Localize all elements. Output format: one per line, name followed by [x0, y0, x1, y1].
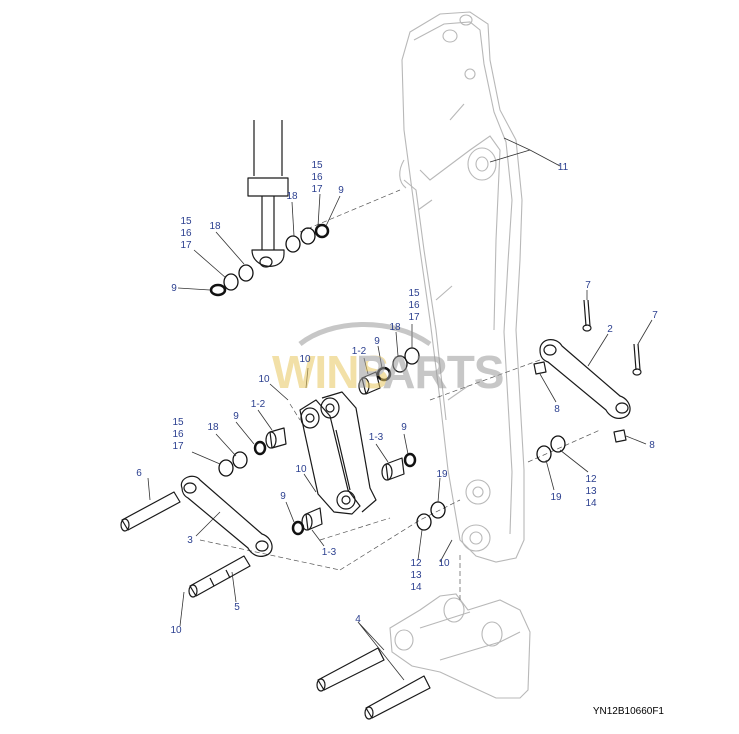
- callout-10e: 10: [170, 625, 182, 636]
- callout-15: 15: [311, 160, 323, 171]
- callout-15-16-17-low: 15 16 17: [172, 417, 184, 452]
- callout-19a: 19: [550, 492, 562, 503]
- callout-17: 17: [311, 184, 323, 195]
- callout-10c: 10: [258, 374, 270, 385]
- callout-14: 14: [410, 582, 422, 593]
- callout-18-mid: 18: [389, 322, 401, 333]
- callout-17: 17: [408, 312, 420, 323]
- callout-14: 14: [585, 498, 597, 509]
- callout-1-3a: 1-3: [369, 432, 384, 443]
- callout-9-left: 9: [171, 283, 177, 294]
- callout-7b: 7: [652, 310, 658, 321]
- callout-12: 12: [585, 474, 597, 485]
- callout-12-13-14-bottom: 12 13 14: [410, 558, 422, 593]
- side-link-right: [533, 299, 642, 443]
- cylinder-rod: [247, 120, 289, 268]
- callout-18-left: 18: [209, 221, 221, 232]
- callout-16: 16: [180, 228, 192, 239]
- watermark-logo: WINS PARTS: [272, 322, 505, 398]
- callout-1-2a: 1-2: [352, 346, 367, 357]
- callout-12: 12: [410, 558, 422, 569]
- callout-9-top: 9: [338, 185, 344, 196]
- callout-6: 6: [136, 468, 142, 479]
- callout-8b: 8: [649, 440, 655, 451]
- callout-16: 16: [408, 300, 420, 311]
- callout-15-16-17-top: 15 16 17: [311, 160, 323, 195]
- callout-15: 15: [180, 216, 192, 227]
- callout-12-13-14-right: 12 13 14: [585, 474, 597, 509]
- callout-17: 17: [172, 441, 184, 452]
- callout-17: 17: [180, 240, 192, 251]
- h-link: [299, 391, 377, 515]
- callout-18-low: 18: [207, 422, 219, 433]
- leader-lines: [147, 137, 653, 681]
- callouts: 11 2 7 7 8 8 19 19 12 13 14 12 13 14 10 …: [136, 160, 658, 636]
- callout-15-16-17-left: 15 16 17: [180, 216, 192, 251]
- watermark-left: WINS: [272, 346, 388, 398]
- callout-9-right: 9: [401, 422, 407, 433]
- callout-2: 2: [607, 324, 613, 335]
- callout-5: 5: [234, 602, 240, 613]
- pins: [120, 491, 431, 720]
- callout-15: 15: [408, 288, 420, 299]
- mid-washer-set: [218, 347, 566, 536]
- callout-9-mid: 9: [374, 336, 380, 347]
- callout-13: 13: [585, 486, 597, 497]
- callout-3: 3: [187, 535, 193, 546]
- top-washer-set: [209, 223, 330, 297]
- drawing-code: YN12B10660F1: [593, 706, 665, 717]
- callout-18-top: 18: [286, 191, 298, 202]
- callout-15: 15: [172, 417, 184, 428]
- side-link-left: [180, 475, 273, 557]
- callout-19b: 19: [436, 469, 448, 480]
- callout-9-bot: 9: [280, 491, 286, 502]
- callout-16: 16: [311, 172, 323, 183]
- callout-1-3b: 1-3: [322, 547, 337, 558]
- boom-arm: [399, 11, 525, 563]
- callout-16: 16: [172, 429, 184, 440]
- callout-9-low: 9: [233, 411, 239, 422]
- callout-10d: 10: [295, 464, 307, 475]
- callout-4: 4: [355, 614, 361, 625]
- bushings: [265, 371, 405, 531]
- callout-13: 13: [410, 570, 422, 581]
- callout-10a: 10: [438, 558, 450, 569]
- callout-15-16-17-mid: 15 16 17: [408, 288, 420, 323]
- assembly-lines: [199, 189, 601, 600]
- callout-7a: 7: [585, 280, 591, 291]
- callout-10b: 10: [299, 354, 311, 365]
- watermark-right: PARTS: [356, 346, 504, 398]
- callout-8a: 8: [554, 404, 560, 415]
- callout-11: 11: [558, 162, 569, 173]
- callout-1-2b: 1-2: [251, 399, 266, 410]
- bucket-bracket: [389, 593, 531, 699]
